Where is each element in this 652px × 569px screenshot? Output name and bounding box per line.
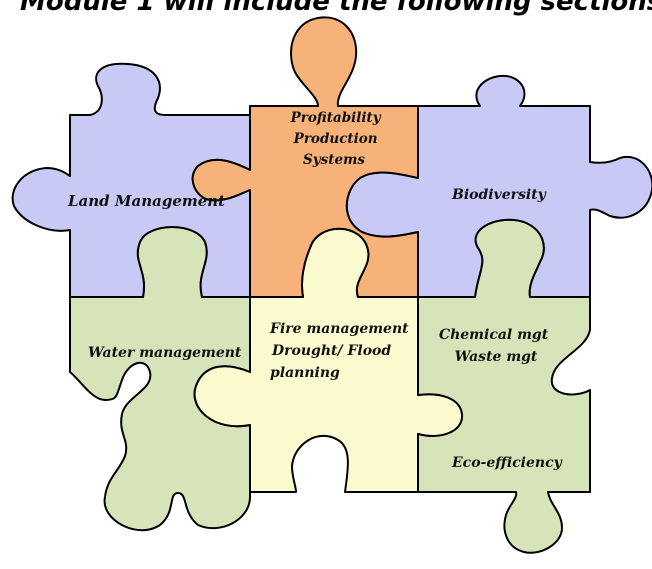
page-heading: Module 1 will include the following sect… xyxy=(20,0,652,17)
puzzle-piece-profitability xyxy=(191,16,419,298)
label-chemical-waste: Chemical mgt Waste mgt xyxy=(439,327,553,365)
label-profitability: Profitability Production Systems xyxy=(290,110,386,168)
label-land-management: Land Management xyxy=(67,192,225,210)
label-biodiversity: Biodiversity xyxy=(451,187,547,203)
label-fire-management: Fire management Drought/ Flood planning xyxy=(269,321,414,381)
label-water-management: Water management xyxy=(88,345,242,361)
label-eco-efficiency: Eco-efficiency xyxy=(451,455,563,471)
